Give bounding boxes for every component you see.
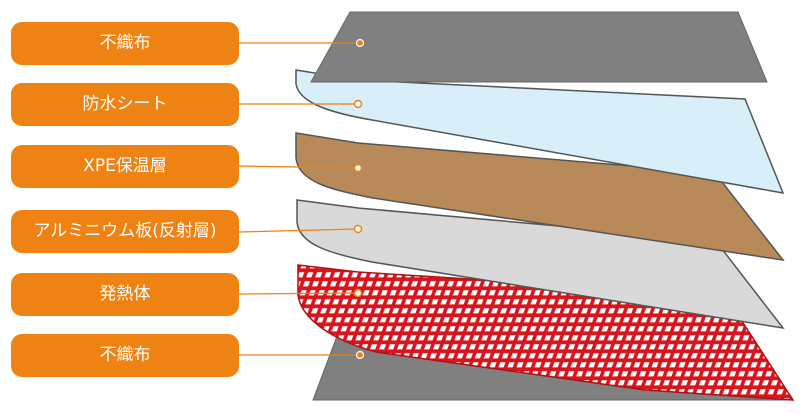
leader-dot-5: [353, 288, 363, 298]
leader-dot-6: [355, 350, 365, 360]
leader-line-3: [238, 165, 357, 169]
label-xpe-insulation: XPE保温層: [11, 145, 239, 188]
label-waterproof-sheet: 防水シート: [11, 83, 239, 126]
nonwoven-top-sheet: [310, 11, 768, 83]
leader-line-5: [238, 292, 357, 295]
label-nonwoven-bottom: 不織布: [11, 334, 239, 377]
aluminum-sheet: [296, 199, 785, 330]
leader-dot-4: [353, 224, 363, 234]
label-aluminum-reflective: アルミニウム板(反射層): [11, 210, 239, 253]
xpe-insulation-sheet: [295, 132, 785, 262]
leader-dot-3: [353, 163, 363, 173]
leader-dot-2: [353, 99, 363, 109]
label-heating-element: 発熱体: [11, 273, 239, 316]
waterproof-sheet: [295, 69, 785, 194]
leader-line-4: [238, 228, 357, 233]
leader-dot-1: [355, 38, 365, 48]
label-nonwoven-top: 不織布: [11, 22, 239, 65]
